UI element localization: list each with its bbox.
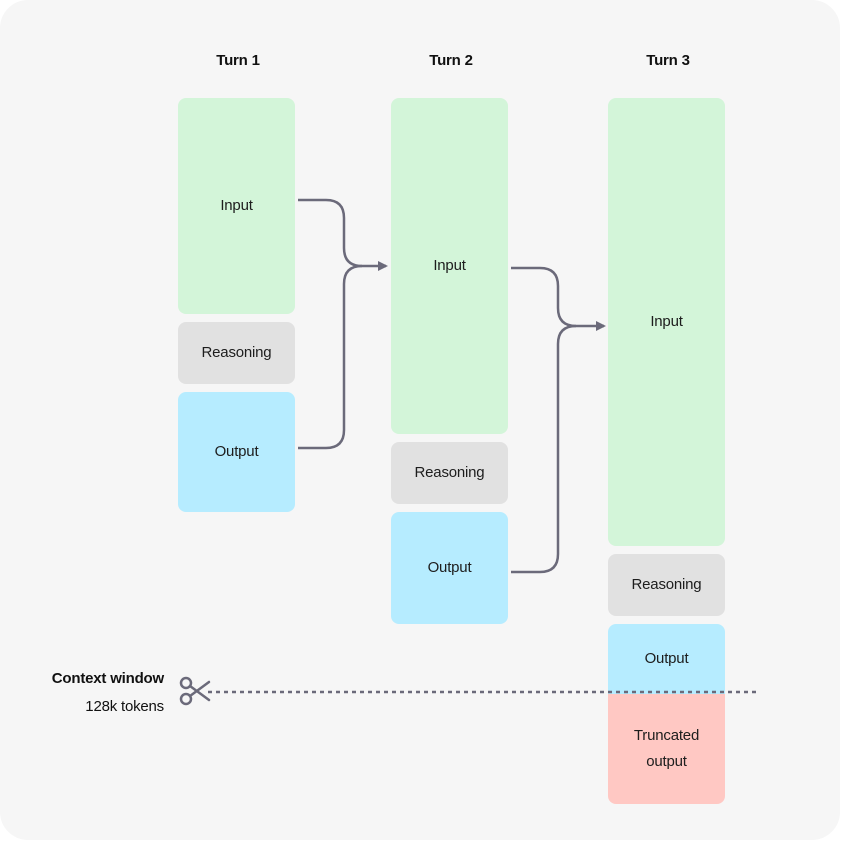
turn-2-output-block: Output [391, 512, 508, 624]
turn-2-input-block: Input [391, 98, 508, 434]
turn-3-output-block: Output [608, 624, 725, 694]
turn-2-output-connector [511, 324, 577, 574]
turn-3-truncated-output-block: Truncated output [608, 694, 725, 804]
turn-1-title: Turn 1 [216, 52, 260, 69]
turn-1-reasoning-block: Reasoning [178, 322, 295, 384]
turn-1-output-block: Output [178, 392, 295, 512]
turn-3-reasoning-block: Reasoning [608, 554, 725, 616]
turn-3-title: Turn 3 [646, 52, 690, 69]
context-window-subtitle: 128k tokens [85, 698, 164, 715]
turn-2-reasoning-block: Reasoning [391, 442, 508, 504]
turn-1-input-connector [298, 198, 388, 271]
turn-3-input-block: Input [608, 98, 725, 546]
turn-2-title: Turn 2 [429, 52, 473, 69]
scissors-icon [179, 676, 211, 706]
turn-1-input-block: Input [178, 98, 295, 314]
context-window-title: Context window [51, 670, 164, 687]
turn-2-input-connector [511, 266, 606, 331]
turn-1-output-connector [298, 264, 363, 450]
